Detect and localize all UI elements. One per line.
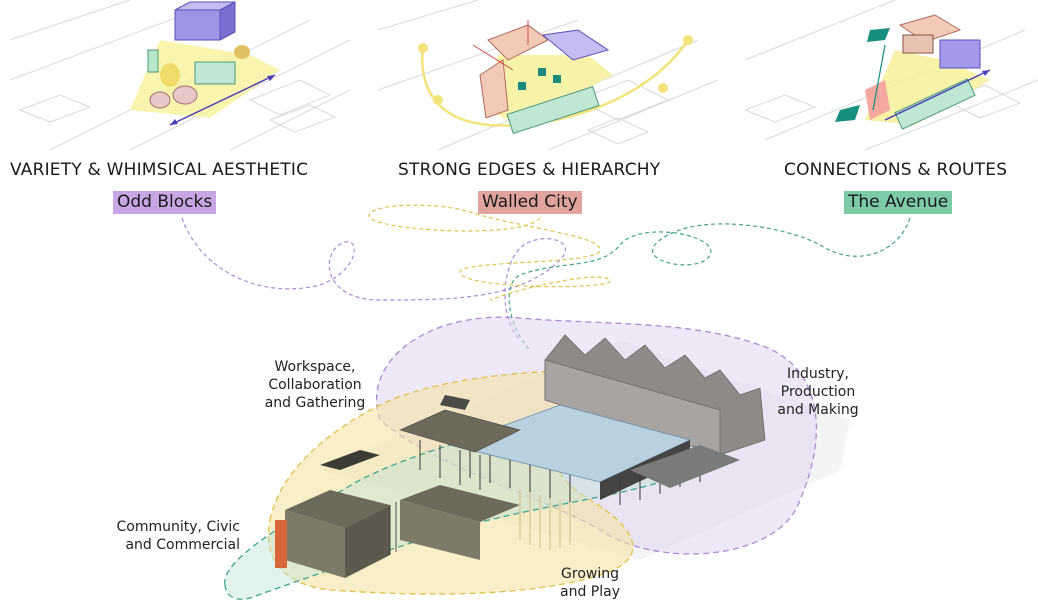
industry-building <box>544 334 766 456</box>
industry-label-line1: Industry, Production <box>780 366 856 400</box>
teal-connector <box>508 217 911 351</box>
heading-strong-edges: STRONG EDGES & HIERARCHY <box>398 160 661 180</box>
growing-label-line2: and Play <box>560 584 620 600</box>
workspace-label-line3: and Gathering <box>264 395 366 411</box>
canopy-pavilion <box>448 404 740 505</box>
tree-lines <box>519 490 571 550</box>
community-zone-label: Community, Civic and Commercial <box>90 518 240 554</box>
purple-connector <box>181 217 567 341</box>
the-avenue-thumbnail <box>745 0 1038 150</box>
community-buildings <box>275 450 520 578</box>
industry-label-line2: and Making <box>777 402 859 418</box>
tag-odd-blocks: Odd Blocks <box>113 191 217 214</box>
workspace-label-line2: Collaboration <box>268 377 362 393</box>
heading-connections: CONNECTIONS & ROUTES <box>784 160 1008 180</box>
community-label-line2: and Commercial <box>125 537 240 553</box>
growing-zone-label: Growing and Play <box>540 565 640 601</box>
tag-the-avenue: The Avenue <box>844 191 953 214</box>
growing-label-line1: Growing <box>561 566 619 582</box>
workspace-label-line1: Workspace, <box>274 359 356 375</box>
odd-blocks-thumbnail <box>10 0 350 150</box>
workspace-structure <box>399 395 521 490</box>
yellow-connector <box>368 204 611 301</box>
tag-walled-city: Walled City <box>478 191 582 214</box>
industry-zone-label: Industry, Production and Making <box>748 365 888 419</box>
workspace-zone-label: Workspace, Collaboration and Gathering <box>245 358 385 412</box>
walled-city-thumbnail <box>378 0 718 150</box>
community-label-line1: Community, Civic <box>116 519 240 535</box>
heading-variety: VARIETY & WHIMSICAL AESTHETIC <box>10 160 309 180</box>
